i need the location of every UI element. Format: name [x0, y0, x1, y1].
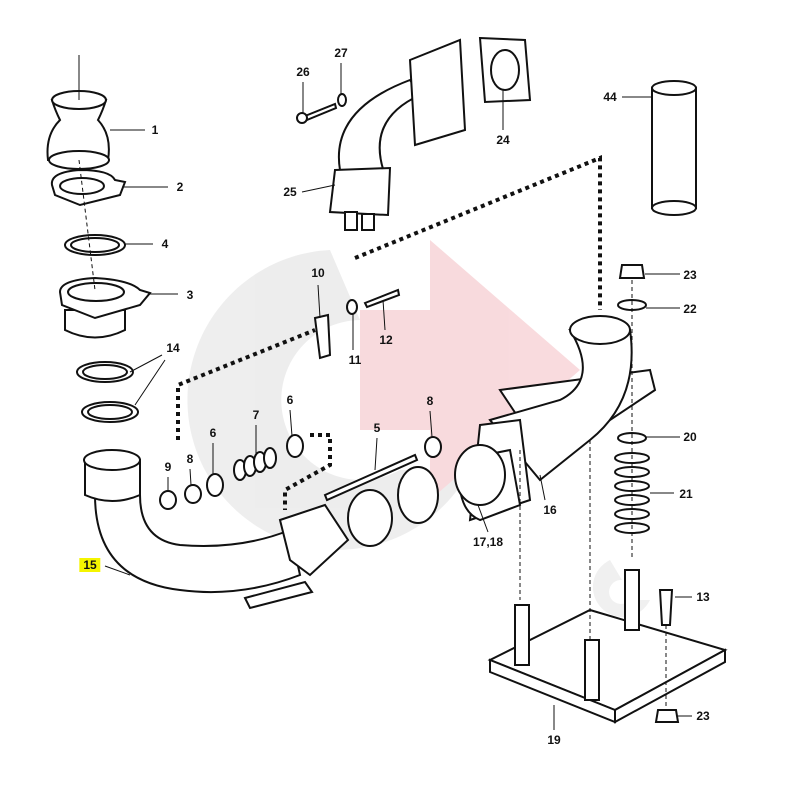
callout-6: 6: [209, 426, 217, 440]
callout-23: 23: [696, 709, 710, 723]
callout-9: 9: [164, 460, 172, 474]
callout-6: 6: [286, 393, 294, 407]
gasket-ring: [397, 466, 439, 524]
part-44-spray-can: [651, 80, 697, 216]
callout-27: 27: [334, 46, 348, 60]
assembly-guide-dashes: [176, 155, 602, 510]
callout-10: 10: [311, 266, 325, 280]
callout-17-18: 17,18: [472, 535, 504, 549]
callout-24: 24: [496, 133, 510, 147]
part-25-elbow: [328, 38, 467, 231]
callout-7: 7: [252, 408, 260, 422]
callout-8: 8: [426, 394, 434, 408]
callout-25: 25: [283, 185, 297, 199]
part-9-nut: [159, 490, 177, 510]
part-10-clip: [313, 313, 332, 360]
callout-44: 44: [603, 90, 617, 104]
callout-4: 4: [161, 237, 169, 251]
callout-14: 14: [166, 341, 180, 355]
callout-22: 22: [683, 302, 697, 316]
part-5-stud: [323, 453, 419, 502]
part-13-bolt: [658, 589, 674, 626]
part-8-nut: [424, 436, 442, 458]
callout-21: 21: [679, 487, 693, 501]
part-8-nut: [184, 484, 202, 504]
callout-26: 26: [296, 65, 310, 79]
part-23-nut: [618, 264, 646, 279]
part-3-housing: [58, 276, 152, 339]
callout-19: 19: [547, 733, 561, 747]
callout-23: 23: [683, 268, 697, 282]
leader-lines: [78, 55, 692, 730]
callout-16: 16: [543, 503, 557, 517]
callout-5: 5: [373, 421, 381, 435]
callout-13: 13: [696, 590, 710, 604]
gasket-ring: [347, 489, 393, 547]
callout-11: 11: [348, 353, 362, 367]
callout-2: 2: [176, 180, 184, 194]
callout-12: 12: [379, 333, 393, 347]
part-1-sleeve: [46, 90, 110, 170]
part-27-washer: [337, 93, 347, 107]
part-23-nut: [654, 709, 680, 723]
part-15-pipe: [83, 449, 350, 610]
callout-8: 8: [186, 452, 194, 466]
part-7-spring: [233, 447, 277, 481]
part-11-washer: [346, 299, 358, 315]
part-6-washer: [206, 473, 224, 497]
part-6-washer: [286, 434, 304, 458]
callout-3: 3: [186, 288, 194, 302]
callout-1: 1: [151, 123, 159, 137]
callout-15-highlighted[interactable]: 15: [79, 558, 101, 572]
callout-20: 20: [683, 430, 697, 444]
part-12-bolt: [363, 288, 401, 309]
